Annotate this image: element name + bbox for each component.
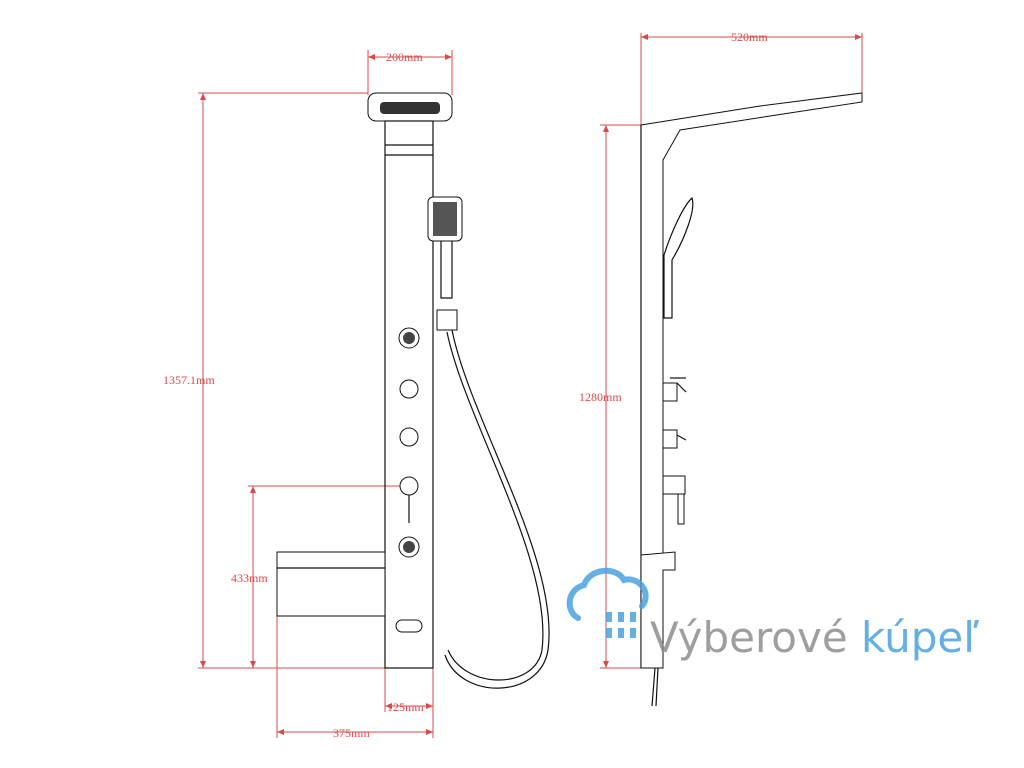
rain-icon	[606, 612, 636, 638]
watermark-text: Výberové kúpeľ	[650, 613, 979, 662]
front-view-dimensions: 200mm 1357.1mm 433mm 125mm 375mm	[163, 50, 453, 740]
watermark-text-accent: kúpeľ	[861, 613, 979, 662]
dim-side-width: 520mm	[731, 30, 768, 44]
dim-front-tray-height: 433mm	[231, 571, 268, 585]
dim-front-depth-large: 375mm	[333, 726, 370, 740]
front-view-panel	[276, 92, 550, 689]
dim-side-height: 1280mm	[579, 390, 622, 404]
dim-front-height: 1357.1mm	[163, 373, 215, 387]
cloud-icon	[566, 567, 649, 621]
side-view-panel	[640, 92, 863, 707]
side-view-dimensions: 520mm 1280mm	[579, 30, 863, 669]
dim-front-top-width: 200mm	[386, 50, 423, 64]
watermark-text-main: Výberové	[650, 613, 861, 662]
dim-front-depth-small: 125mm	[387, 700, 424, 714]
watermark-logo: Výberové kúpeľ	[566, 567, 979, 662]
